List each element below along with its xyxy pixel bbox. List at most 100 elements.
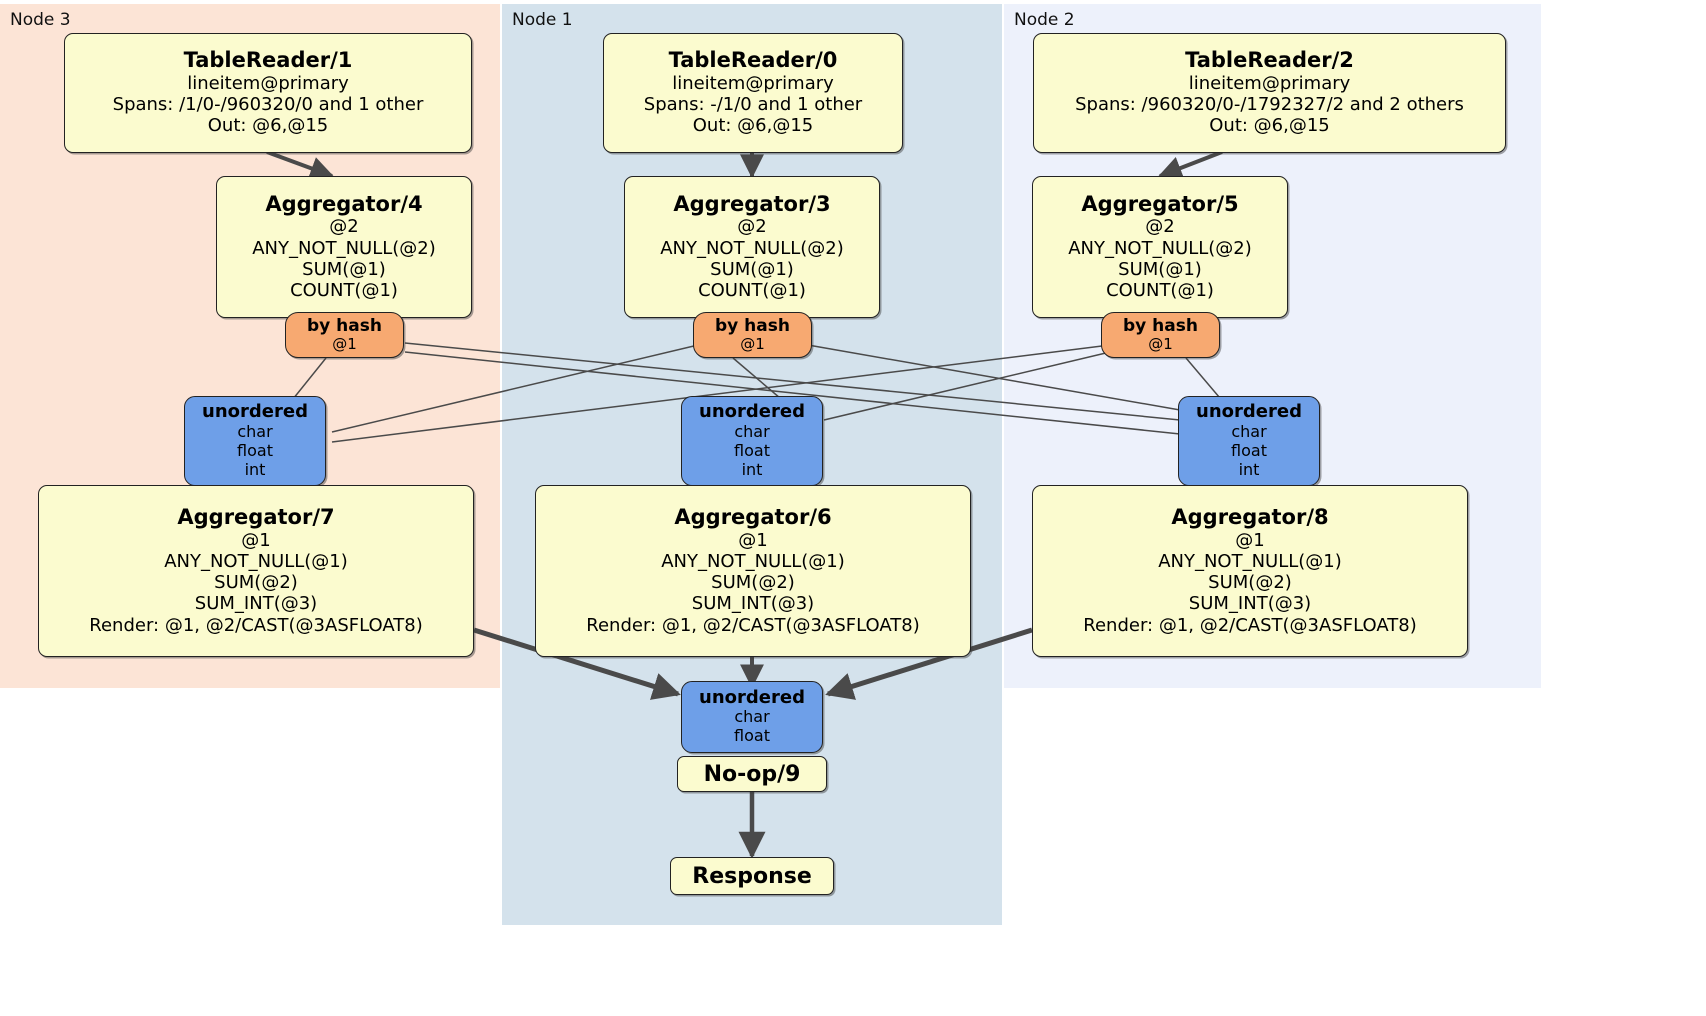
processor-detail-line: SUM(@1) [710, 258, 794, 280]
processor-detail-line: lineitem@primary [187, 72, 349, 94]
processor-detail-line: Render: @1, @2/CAST(@3ASFLOAT8) [586, 614, 920, 636]
edge-hash-center-to-unordered-left [331, 344, 699, 433]
edge-tablereader2-aggregator5 [1157, 150, 1223, 180]
processor-title: Aggregator/6 [674, 505, 832, 530]
processor-aggregator-6[interactable]: Aggregator/6 @1 ANY_NOT_NULL(@1) SUM(@2)… [535, 485, 971, 657]
processor-response[interactable]: Response [670, 857, 834, 895]
router-unordered-left[interactable]: unordered char float int [184, 396, 326, 486]
processor-detail-line: lineitem@primary [672, 72, 834, 94]
processor-detail-line: Out: @6,@15 [207, 115, 329, 137]
router-title: by hash [1123, 316, 1198, 337]
edge-aggregator8-to-unordered-final [825, 627, 1033, 700]
processor-aggregator-3[interactable]: Aggregator/3 @2 ANY_NOT_NULL(@2) SUM(@1)… [624, 176, 880, 318]
processor-detail-line: ANY_NOT_NULL(@2) [252, 237, 436, 259]
processor-detail-line: ANY_NOT_NULL(@1) [1158, 550, 1342, 572]
processor-tablereader-2[interactable]: TableReader/2 lineitem@primary Spans: /9… [1033, 33, 1506, 153]
processor-detail-line: @2 [1145, 216, 1175, 238]
processor-title: Aggregator/5 [1081, 191, 1239, 216]
router-detail-line: int [1238, 459, 1260, 479]
processor-title: Aggregator/4 [265, 191, 423, 216]
processor-title: Aggregator/3 [673, 191, 831, 216]
router-by-hash-left[interactable]: by hash @1 [285, 312, 404, 358]
processor-detail-line: @2 [737, 216, 767, 238]
router-title: unordered [699, 401, 805, 423]
processor-detail-line: @1 [738, 529, 768, 551]
edge-hash-right-to-unordered-center [823, 351, 1111, 421]
router-detail-line: char [734, 707, 770, 727]
processor-detail-line: ANY_NOT_NULL(@1) [164, 550, 348, 572]
processor-detail-line: ANY_NOT_NULL(@2) [1068, 237, 1252, 259]
processor-detail-line: lineitem@primary [1188, 72, 1351, 94]
processor-detail-line: Out: @6,@15 [1209, 115, 1330, 137]
processor-tablereader-1[interactable]: TableReader/1 lineitem@primary Spans: /1… [64, 33, 472, 153]
edge-tablereader1-aggregator4 [266, 150, 335, 180]
processor-aggregator-5[interactable]: Aggregator/5 @2 ANY_NOT_NULL(@2) SUM(@1)… [1032, 176, 1288, 318]
processor-detail-line: @1 [241, 529, 271, 551]
processor-detail-line: Spans: -/1/0 and 1 other [643, 94, 863, 116]
router-title: by hash [307, 316, 382, 337]
edge-hash-center-to-unordered-right [807, 344, 1181, 411]
router-detail-line: @1 [740, 334, 765, 353]
processor-detail-line: SUM(@2) [1208, 572, 1292, 594]
processor-tablereader-0[interactable]: TableReader/0 lineitem@primary Spans: -/… [603, 33, 903, 153]
router-unordered-final[interactable]: unordered char float [681, 681, 823, 753]
router-unordered-center[interactable]: unordered char float int [681, 396, 823, 486]
region-label-node-2: Node 2 [1014, 10, 1075, 30]
router-detail-line: float [734, 726, 770, 746]
edge-hash-right-to-unordered-left [331, 344, 1111, 443]
processor-detail-line: SUM(@2) [214, 572, 298, 594]
processor-detail-line: @2 [329, 216, 359, 238]
processor-detail-line: SUM(@1) [302, 258, 386, 280]
router-detail-line: int [244, 459, 266, 479]
router-detail-line: @1 [332, 334, 357, 353]
processor-detail-line: Render: @1, @2/CAST(@3ASFLOAT8) [89, 614, 423, 636]
router-detail-line: int [741, 459, 763, 479]
processor-aggregator-8[interactable]: Aggregator/8 @1 ANY_NOT_NULL(@1) SUM(@2)… [1032, 485, 1468, 657]
processor-aggregator-4[interactable]: Aggregator/4 @2 ANY_NOT_NULL(@2) SUM(@1)… [216, 176, 472, 318]
processor-detail-line: SUM(@1) [1118, 258, 1202, 280]
processor-noop-9[interactable]: No-op/9 [677, 756, 827, 792]
router-by-hash-right[interactable]: by hash @1 [1101, 312, 1220, 358]
router-detail-line: char [734, 422, 770, 442]
edge-aggregator7-to-unordered-final [473, 627, 681, 700]
processor-detail-line: Out: @6,@15 [692, 115, 814, 137]
processor-title: Response [692, 863, 812, 889]
edge-hash-left-to-unordered-right [404, 351, 1181, 435]
processor-detail-line: ANY_NOT_NULL(@2) [660, 237, 844, 259]
processor-detail-line: SUM_INT(@3) [194, 593, 318, 615]
processor-title: TableReader/0 [668, 48, 838, 73]
region-label-node-3: Node 3 [10, 10, 71, 30]
processor-detail-line: Spans: /960320/0-/1792327/2 and 2 others [1075, 94, 1464, 116]
router-unordered-right[interactable]: unordered char float int [1178, 396, 1320, 486]
router-detail-line: @1 [1148, 334, 1173, 353]
router-title: unordered [202, 401, 308, 423]
processor-detail-line: Render: @1, @2/CAST(@3ASFLOAT8) [1083, 614, 1417, 636]
router-detail-line: char [1231, 422, 1267, 442]
processor-detail-line: COUNT(@1) [290, 279, 398, 301]
processor-detail-line: Spans: /1/0-/960320/0 and 1 other [112, 94, 424, 116]
edge-hash-left-to-unordered-center [404, 342, 1181, 421]
processor-title: No-op/9 [703, 761, 801, 787]
processor-detail-line: COUNT(@1) [698, 279, 806, 301]
processor-detail-line: @1 [1235, 529, 1265, 551]
processor-title: Aggregator/7 [177, 505, 335, 530]
processor-title: TableReader/1 [183, 48, 353, 73]
processor-detail-line: COUNT(@1) [1106, 279, 1214, 301]
router-title: unordered [699, 686, 805, 708]
region-label-node-1: Node 1 [512, 10, 573, 30]
processor-detail-line: SUM_INT(@3) [691, 593, 815, 615]
processor-detail-line: SUM_INT(@3) [1188, 593, 1312, 615]
router-detail-line: float [734, 440, 770, 460]
processor-aggregator-7[interactable]: Aggregator/7 @1 ANY_NOT_NULL(@1) SUM(@2)… [38, 485, 474, 657]
processor-detail-line: ANY_NOT_NULL(@1) [661, 550, 845, 572]
processor-detail-line: SUM(@2) [711, 572, 795, 594]
router-title: by hash [715, 316, 790, 337]
router-detail-line: float [1231, 440, 1267, 460]
processor-title: Aggregator/8 [1171, 505, 1329, 530]
router-detail-line: float [237, 440, 273, 460]
router-detail-line: char [237, 422, 273, 442]
processor-title: TableReader/2 [1185, 48, 1354, 73]
router-by-hash-center[interactable]: by hash @1 [693, 312, 812, 358]
